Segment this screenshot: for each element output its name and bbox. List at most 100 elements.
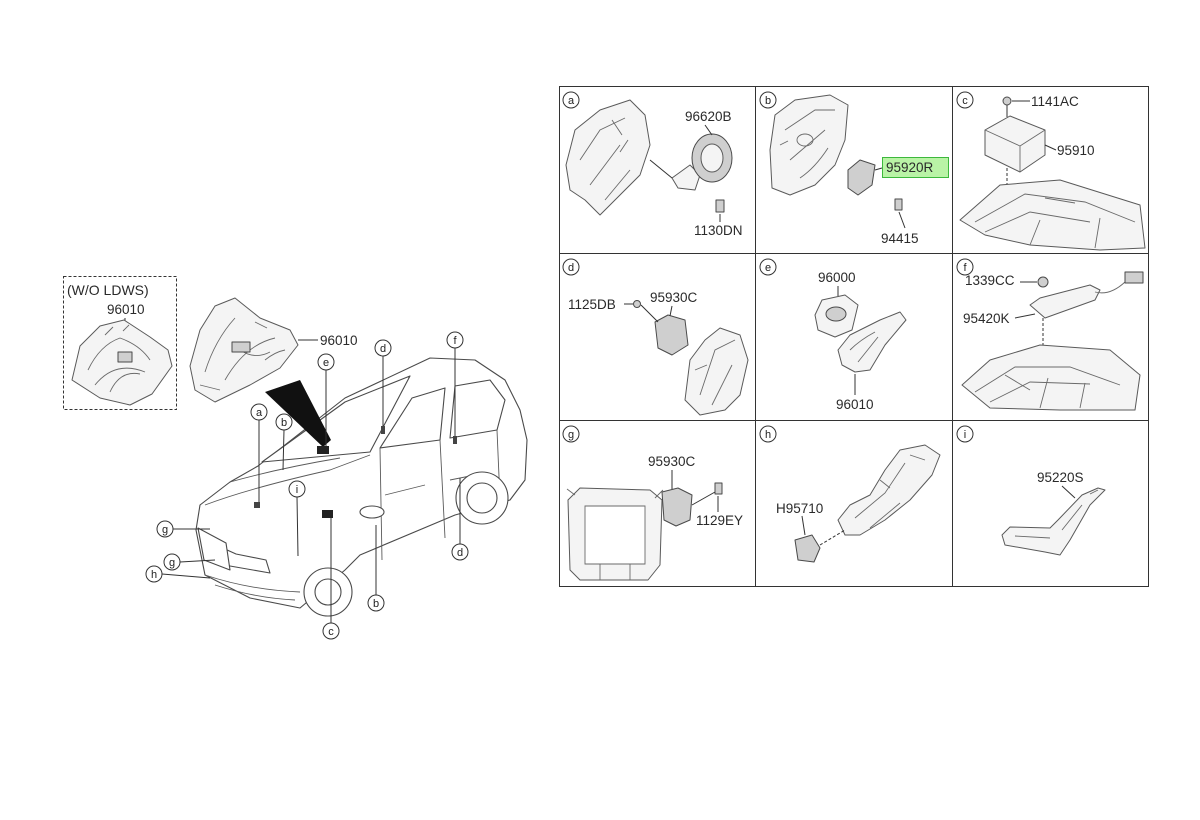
- callout-a[interactable]: a: [250, 403, 268, 421]
- part-95920R[interactable]: 95920R: [886, 160, 934, 175]
- bumper-lines: [204, 574, 301, 601]
- door-panel-detail: [779, 109, 835, 179]
- cell-i: i 95220S: [956, 425, 1106, 556]
- callout-d-lower[interactable]: d: [451, 543, 469, 561]
- cell-a: a 96620B 1130DN: [562, 91, 743, 238]
- callout-b-lower[interactable]: b: [367, 594, 385, 612]
- roof-sensor-marker: [381, 426, 385, 434]
- part-96620B[interactable]: 96620B: [685, 109, 732, 124]
- harness-connector: [1124, 271, 1144, 284]
- cell-letter-badge: [956, 91, 974, 109]
- part-95420K[interactable]: 95420K: [963, 311, 1010, 326]
- radiator-support-detail: [566, 488, 664, 580]
- cell-letter: d: [568, 262, 574, 274]
- cell-letter: h: [765, 429, 771, 441]
- bolt-icon: [714, 482, 723, 495]
- callout-d[interactable]: d: [374, 339, 392, 357]
- door-panel-hole: [796, 133, 814, 147]
- part-1129EY[interactable]: 1129EY: [696, 513, 743, 528]
- side-window-rear: [449, 379, 506, 439]
- hood-lines: [204, 454, 371, 506]
- callout-label: d: [380, 343, 386, 355]
- front-bracket-drawing: [565, 99, 651, 216]
- part-1141AC[interactable]: 1141AC: [1031, 94, 1079, 109]
- rear-wheel-hub: [466, 482, 498, 514]
- key-cover-detail: [849, 331, 879, 363]
- cell-letter: c: [962, 95, 968, 107]
- inset-wo-ldws: (W/O LDWS) 96010: [63, 276, 177, 410]
- callout-leaders: [161, 348, 461, 623]
- cell-letter: e: [765, 262, 771, 274]
- cell-h: h H95710: [759, 425, 941, 563]
- floor-pan-drawing: [961, 344, 1141, 411]
- callout-b[interactable]: b: [275, 413, 293, 431]
- cell-d: d 1125DB 95930C: [562, 258, 749, 416]
- part-96000[interactable]: 96000: [818, 270, 856, 285]
- radiator-support-opening: [584, 505, 646, 565]
- door-lines: [379, 429, 501, 561]
- callout-g-upper[interactable]: g: [156, 520, 174, 538]
- cell-e-leaders: [837, 286, 856, 395]
- part-95930C-front[interactable]: 95930C: [648, 454, 696, 469]
- inset-part-label[interactable]: 96010: [107, 302, 145, 317]
- floor-pan-drawing: [959, 179, 1146, 251]
- part-95220S[interactable]: 95220S: [1037, 470, 1084, 485]
- ldws-camera: [231, 341, 251, 353]
- cell-letter-badge: [956, 425, 974, 443]
- cell-b: b 95920R 94415: [759, 91, 949, 246]
- horn-center: [700, 143, 724, 173]
- cell-g-leaders: [671, 470, 719, 512]
- part-96010[interactable]: 96010: [836, 397, 874, 412]
- part-94415[interactable]: 94415: [881, 231, 919, 246]
- sensor-bracket-drawing: [1029, 284, 1101, 319]
- cell-e: e 96000 96010: [759, 258, 907, 412]
- ldws-cover: 96010: [189, 297, 358, 403]
- pillar-drawing: [684, 327, 749, 416]
- callout-label: d: [457, 547, 463, 559]
- cell-letter-badge: [562, 425, 580, 443]
- cowl-sensor-marker: [322, 510, 333, 518]
- cell-f: f 1339CC 95420K: [956, 258, 1144, 411]
- front-wheel-hub: [314, 578, 342, 606]
- part-95930C[interactable]: 95930C: [650, 290, 698, 305]
- callout-label: b: [373, 598, 379, 610]
- part-1339CC[interactable]: 1339CC: [965, 273, 1015, 288]
- callout-f[interactable]: f: [446, 331, 464, 349]
- inset-title: (W/O LDWS): [67, 282, 149, 298]
- selected-part-highlight: [882, 157, 949, 178]
- callout-h[interactable]: h: [145, 565, 163, 583]
- callout-g-lower[interactable]: g: [163, 553, 181, 571]
- callout-i[interactable]: i: [288, 480, 306, 498]
- cell-letter: g: [568, 429, 574, 441]
- cell-letter-badge: [562, 258, 580, 276]
- side-window-front: [379, 387, 446, 449]
- callout-c[interactable]: c: [322, 622, 340, 640]
- horn-marker: [254, 502, 260, 508]
- inset-frame: [63, 276, 177, 410]
- cell-d-leaders: [624, 303, 673, 323]
- callout-e[interactable]: e: [317, 353, 335, 371]
- cell-g: g 95930C 1129EY: [562, 425, 743, 581]
- part-95910[interactable]: 95910: [1057, 143, 1095, 158]
- callout-label: f: [453, 335, 457, 347]
- callout-label: a: [256, 407, 263, 419]
- bolt-icon: [894, 198, 903, 211]
- cell-i-leader: [1061, 485, 1076, 499]
- part-1125DB[interactable]: 1125DB: [568, 297, 616, 312]
- inset-cover-detail: [87, 324, 151, 393]
- grille: [197, 527, 231, 571]
- bracket-detail: [1014, 489, 1099, 539]
- part-H95710[interactable]: H95710: [776, 501, 823, 516]
- cell-f-leaders: [1014, 281, 1037, 319]
- cell-h-leader: [801, 515, 806, 536]
- ldws-part-label[interactable]: 96010: [320, 333, 358, 348]
- nut-icon: [1037, 276, 1049, 288]
- vehicle-overview: a b e d f i g g h c b d: [145, 331, 528, 640]
- wire-harness-drawing: [1094, 281, 1126, 294]
- door-sensor-drawing: [847, 159, 876, 196]
- key-fob-button: [825, 306, 847, 322]
- callout-label: i: [296, 484, 298, 496]
- part-1130DN[interactable]: 1130DN: [694, 223, 743, 238]
- key-cover-drawing: [837, 311, 907, 373]
